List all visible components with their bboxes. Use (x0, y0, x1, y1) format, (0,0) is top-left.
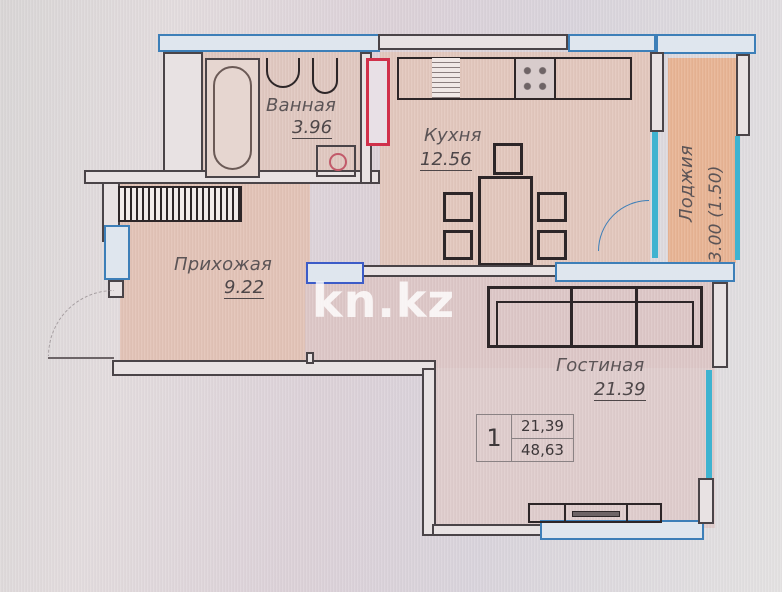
living-room-name: Гостиная (556, 355, 645, 376)
living-right-wall-upper (712, 282, 728, 368)
wardrobe (118, 186, 242, 222)
sofa-seat (496, 301, 694, 345)
apartment-summary-box: 1 21,39 48,63 (476, 414, 574, 462)
hallway-name: Прихожая (174, 254, 272, 275)
tv-icon (572, 511, 620, 517)
watermark: kn.kz (312, 274, 456, 328)
tv-stand-divider-1 (564, 505, 566, 521)
bathroom-area: 3.96 (292, 117, 333, 139)
living-room-floor-lower (435, 368, 715, 528)
washer-drum (329, 153, 347, 171)
ventilation-shaft-highlight (366, 58, 390, 146)
tv-stand-divider-2 (626, 505, 628, 521)
living-right-glass (706, 370, 712, 480)
chair-left-2 (443, 230, 473, 260)
living-area-value: 21,39 (512, 415, 573, 439)
loggia-door-glass (652, 132, 658, 258)
rooms-count: 1 (477, 415, 512, 461)
loggia-area: 3.00 (1.50) (706, 165, 726, 262)
kitchen-area: 12.56 (420, 149, 472, 171)
loggia-name: Лоджия (676, 145, 697, 222)
hall-kitchen-doorframe (306, 262, 364, 284)
chair-right-1 (537, 192, 567, 222)
living-left-wall (422, 368, 436, 536)
living-room-floor (305, 268, 715, 368)
hallway-area: 9.22 (224, 277, 265, 299)
bathtub (205, 58, 260, 178)
loggia-floor (668, 58, 736, 263)
entrance-threshold-line (48, 357, 114, 359)
living-right-wall-lower (698, 478, 714, 524)
loggia-right-glass (735, 136, 740, 260)
bathroom-left-wall (163, 52, 203, 178)
chair-left-1 (443, 192, 473, 222)
sofa (487, 286, 703, 348)
total-area-value: 48,63 (521, 440, 564, 459)
kitchen-sink-drainer (432, 58, 460, 98)
kitchen-top-window-wall (568, 34, 656, 52)
bathtub-inner (213, 66, 252, 170)
loggia-top-wall (656, 34, 756, 54)
washing-machine-icon (316, 145, 356, 177)
hall-living-stub (306, 352, 314, 364)
hallway-bottom-wall (112, 360, 436, 376)
living-bottom-window-wall (540, 520, 704, 540)
kitchen-top-wall (378, 34, 568, 50)
kitchen-loggia-wall-upper (650, 52, 664, 132)
sofa-divider-1 (570, 289, 573, 345)
chair-right-2 (537, 230, 567, 260)
living-bottom-wall-left (432, 524, 544, 536)
sofa-divider-2 (635, 289, 638, 345)
sink-icon (266, 58, 300, 88)
entrance-door-frame (104, 225, 130, 280)
bathroom-name: Ванная (266, 95, 336, 116)
chair-top (493, 143, 523, 175)
living-room-area: 21.39 (594, 379, 646, 401)
loggia-right-wall-upper (736, 54, 750, 136)
kitchen-name: Кухня (424, 125, 482, 146)
bathroom-top-window-wall (158, 34, 380, 52)
toilet-icon (312, 58, 338, 94)
loggia-bottom-wall (555, 262, 735, 282)
summary-values: 21,39 48,63 (512, 415, 573, 461)
stove-icon (514, 57, 556, 100)
tv-stand (528, 503, 662, 523)
dining-table (478, 176, 533, 266)
